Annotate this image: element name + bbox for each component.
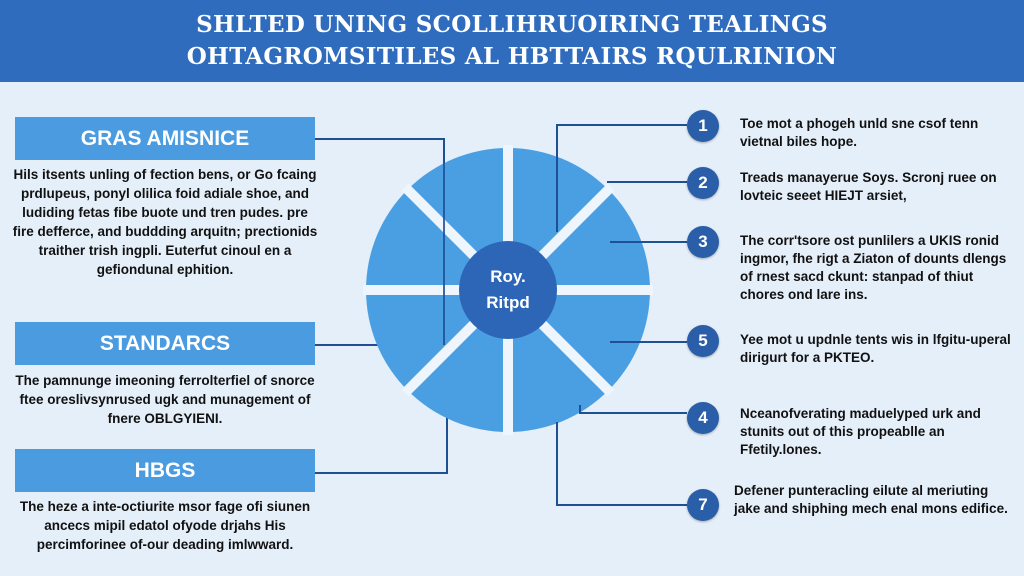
- title-line-1: SHLTED UNING SCOLLIHRUOIRING TEALINGS: [196, 11, 828, 38]
- wheel-hub: Roy. Ritpd: [459, 241, 557, 339]
- step-badge-1: 1: [687, 110, 719, 142]
- connector-right-7: [556, 422, 687, 506]
- step-text-2: Treads manayerue Soys. Scronj ruee on lo…: [740, 170, 997, 203]
- section-heading-1: GRAS AMISNICE: [15, 117, 315, 160]
- step-badge-2: 2: [687, 167, 719, 199]
- connector-left-3: [315, 417, 448, 474]
- hub-line-2: Ritpd: [486, 293, 530, 312]
- step-text-7: Defener punteracling eilute al meriuting…: [734, 483, 1008, 516]
- section-text-1: Hils itsents unling of fection bens, or …: [12, 167, 318, 277]
- connector-right-1: [556, 124, 687, 232]
- section-heading-3: HBGS: [15, 449, 315, 492]
- step-badge-5: 5: [687, 325, 719, 357]
- step-badge-7: 7: [687, 489, 719, 521]
- step-text-5: Yee mot u updnle tents wis in lfgitu-upe…: [740, 332, 1011, 365]
- step-badge-3: 3: [687, 226, 719, 258]
- step-text-3: The corr'tsore ost punlilers a UKIS roni…: [740, 233, 1007, 302]
- connector-right-4: [579, 405, 687, 414]
- hub-line-1: Roy.: [490, 267, 526, 286]
- section-heading-2: STANDARCS: [15, 322, 315, 365]
- page-title: SHLTED UNING SCOLLIHRUOIRING TEALINGS OH…: [0, 0, 1024, 82]
- step-text-1: Toe mot a phogeh unld sne csof tenn viet…: [740, 116, 979, 149]
- section-text-3: The heze a inte-octiurite msor fage ofi …: [19, 499, 311, 552]
- step-badge-4: 4: [687, 402, 719, 434]
- title-line-2: OHTAGROMSITILES AL HBTTAIRS RQULRINION: [186, 43, 838, 70]
- step-text-4: Nceanofverating maduelyped urk and stuni…: [740, 406, 981, 457]
- section-text-2: The pamnunge imeoning ferrolterfiel of s…: [15, 373, 315, 426]
